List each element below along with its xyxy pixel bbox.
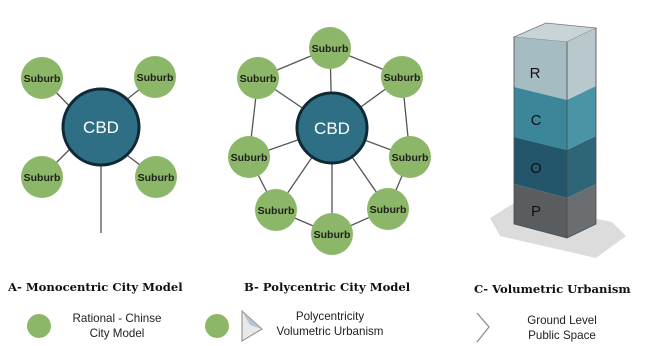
cbd-node: CBD [61, 87, 141, 167]
suburb-node: Suburb [135, 156, 177, 198]
layer-label-c: C [531, 112, 542, 129]
svg-text:Suburb: Suburb [231, 152, 268, 164]
suburb-node: Suburb [389, 136, 431, 178]
legend-chevron-icon [476, 312, 490, 343]
legend-3-line1: Ground Level [527, 314, 597, 327]
polycentric-diagram: Suburb Suburb Suburb Suburb Suburb Subur… [228, 27, 431, 255]
layer-p-side [567, 184, 596, 238]
cbd-node: CBD [295, 91, 369, 165]
caption-monocentric: A- Monocentric City Model [7, 280, 183, 294]
suburb-node: Suburb [255, 189, 297, 231]
svg-text:Suburb: Suburb [137, 72, 174, 84]
suburb-node: Suburb [381, 56, 423, 98]
layer-r-front [514, 37, 567, 100]
legend-3-line2: Public Space [528, 329, 596, 342]
svg-text:Suburb: Suburb [312, 43, 349, 55]
suburb-node: Suburb [237, 57, 279, 99]
caption-volumetric: C- Volumetric Urbanism [474, 282, 631, 296]
layer-label-o: O [530, 160, 542, 177]
svg-text:Suburb: Suburb [314, 229, 351, 241]
svg-text:Suburb: Suburb [240, 73, 277, 85]
volumetric-diagram: R C O P [490, 22, 626, 258]
tower-edges [513, 28, 597, 239]
svg-text:CBD: CBD [314, 119, 350, 138]
layer-label-p: P [531, 203, 541, 220]
legend-prism-icon [241, 309, 263, 342]
svg-text:Suburb: Suburb [384, 72, 421, 84]
svg-text:Suburb: Suburb [392, 152, 429, 164]
legend-2-line2: Volumetric Urbanism [277, 325, 384, 338]
suburb-node: Suburb [309, 27, 351, 69]
layer-r-side [567, 28, 596, 100]
svg-text:Suburb: Suburb [258, 205, 295, 217]
layer-p-front [514, 184, 567, 238]
svg-text:CBD: CBD [83, 118, 119, 137]
svg-text:Suburb: Suburb [138, 172, 175, 184]
svg-text:Suburb: Suburb [24, 172, 61, 184]
caption-polycentric: B- Polycentric City Model [244, 280, 411, 294]
layer-c-side [567, 86, 596, 150]
legend: Rational - Chinse City Model Polycentric… [27, 309, 597, 343]
suburb-node: Suburb [367, 188, 409, 230]
layer-o-front [514, 137, 567, 198]
legend-1-line2: City Model [90, 327, 145, 340]
layer-o-side [567, 136, 596, 198]
suburb-node: Suburb [21, 156, 63, 198]
legend-1-line1: Rational - Chinse [73, 312, 162, 325]
monocentric-diagram: Suburb Suburb Suburb Suburb CBD [21, 56, 177, 233]
svg-text:Suburb: Suburb [370, 204, 407, 216]
suburb-node: Suburb [134, 56, 176, 98]
layer-label-r: R [530, 65, 541, 82]
suburb-node: Suburb [21, 57, 63, 99]
legend-2-line1: Polycentricity [296, 310, 364, 323]
suburb-node: Suburb [311, 213, 353, 255]
svg-text:Suburb: Suburb [24, 73, 61, 85]
layer-c-front [514, 87, 567, 150]
legend-circle-icon [27, 314, 51, 338]
suburb-node: Suburb [228, 136, 270, 178]
legend-circle-icon [205, 314, 229, 338]
